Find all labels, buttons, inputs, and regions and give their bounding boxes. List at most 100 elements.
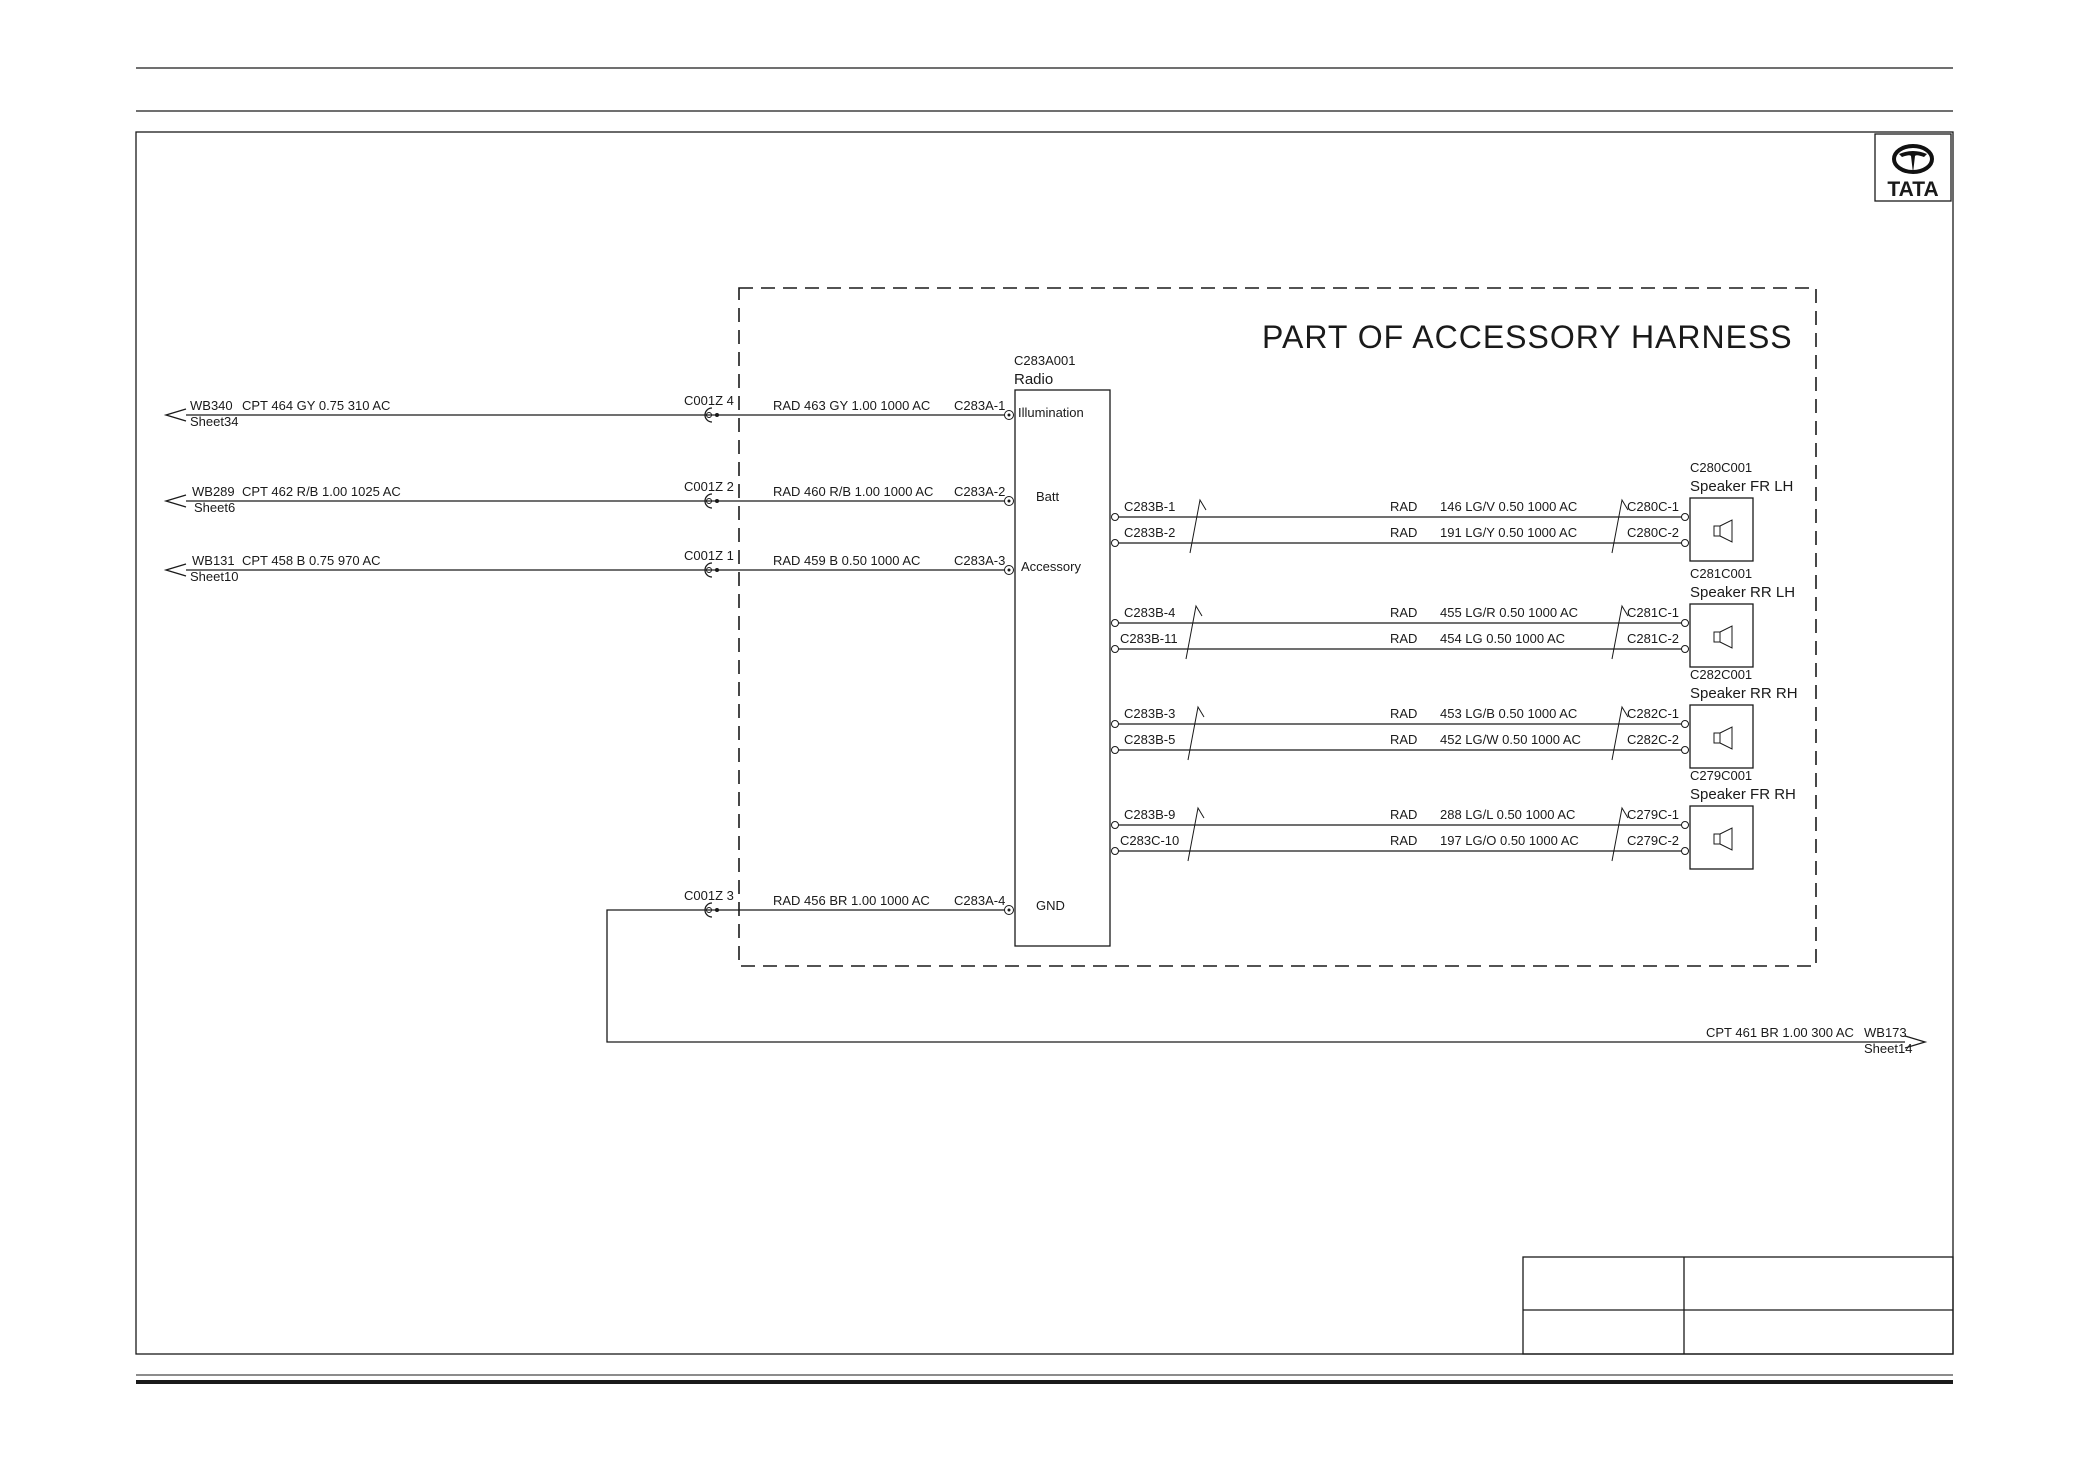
wire-label: 146 LG/V 0.50 1000 AC <box>1440 499 1577 514</box>
radio-pin-label: C283B-3 <box>1124 706 1175 721</box>
radio-pin-label: C283B-2 <box>1124 525 1175 540</box>
wb-label: WB173 <box>1864 1025 1907 1040</box>
rad-label: RAD <box>1390 631 1417 646</box>
off-sheet-arrow-icon <box>163 408 187 422</box>
radio-module: C283A001 Radio Illumination Batt Accesso… <box>1014 353 1111 947</box>
wire-label: 454 LG 0.50 1000 AC <box>1440 631 1565 646</box>
wb-label: WB131 <box>192 553 235 568</box>
rad-wire-label: RAD 463 GY 1.00 1000 AC <box>773 398 930 413</box>
radio-pin-label: C283B-1 <box>1124 499 1175 514</box>
splice-connector-icon <box>704 407 719 423</box>
speaker-name: Speaker RR LH <box>1690 584 1795 601</box>
sheet-ref: Sheet14 <box>1864 1041 1912 1056</box>
sheet-ref: Sheet34 <box>190 414 238 429</box>
drawing-frame <box>135 131 1954 1355</box>
radio-name: Radio <box>1014 371 1053 388</box>
speaker-pin-label: C281C-1 <box>1627 605 1679 620</box>
speaker-name: Speaker FR RH <box>1690 786 1796 803</box>
splice-connector-icon <box>704 562 719 578</box>
speaker-pin-label: C282C-2 <box>1627 732 1679 747</box>
terminal-icon <box>1004 905 1014 915</box>
speaker-circuit-rr-rh: C282C001 Speaker RR RH C283B-3 C283B-5 R… <box>1111 667 1798 769</box>
speaker-icon <box>1713 827 1733 851</box>
speaker-name: Speaker RR RH <box>1690 685 1798 702</box>
speaker-icon <box>1713 726 1733 750</box>
harness-break-mark <box>1611 498 1629 554</box>
left-circuit-wb289: WB289 CPT 462 R/B 1.00 1025 AC Sheet6 C0… <box>163 479 1014 515</box>
speaker-pin-label: C280C-1 <box>1627 499 1679 514</box>
radio-pin-illumination: Illumination <box>1018 405 1084 420</box>
accessory-harness-boundary <box>738 287 1817 967</box>
terminal-icon <box>1004 410 1014 420</box>
harness-break-mark <box>1611 705 1629 761</box>
off-sheet-arrow-icon <box>1904 1035 1928 1049</box>
radio-pin-label: C283B-4 <box>1124 605 1175 620</box>
radio-id: C283A001 <box>1014 353 1075 368</box>
speaker-pin-label: C279C-1 <box>1627 807 1679 822</box>
speaker-pin-label: C279C-2 <box>1627 833 1679 848</box>
radio-pin-label: C283A-4 <box>954 893 1005 908</box>
cpt-wire-label: CPT 458 B 0.75 970 AC <box>242 553 381 568</box>
logo-text: TATA <box>1887 178 1938 201</box>
harness-break-mark <box>1187 806 1205 862</box>
speaker-circuit-fr-rh: C279C001 Speaker FR RH C283B-9 C283C-10 … <box>1111 768 1796 870</box>
speaker-box <box>1689 497 1754 562</box>
radio-pin-label: C283B-11 <box>1120 631 1178 646</box>
speaker-pin-label: C282C-1 <box>1627 706 1679 721</box>
sheet-ref: Sheet10 <box>190 569 238 584</box>
tata-emblem-icon <box>1892 144 1934 174</box>
harness-break-mark <box>1187 705 1205 761</box>
speaker-box <box>1689 805 1754 870</box>
radio-pin-label: C283A-3 <box>954 553 1005 568</box>
radio-pin-label: C283B-5 <box>1124 732 1175 747</box>
rad-wire-label: RAD 456 BR 1.00 1000 AC <box>773 893 930 908</box>
splice-label: C001Z 4 <box>684 393 734 408</box>
splice-label: C001Z 2 <box>684 479 734 494</box>
harness-break-mark <box>1611 806 1629 862</box>
harness-label: PART OF ACCESSORY HARNESS <box>1262 319 1793 355</box>
radio-pin-label: C283A-1 <box>954 398 1005 413</box>
tata-logo: TATA <box>1874 133 1952 202</box>
speaker-circuit-rr-lh: C281C001 Speaker RR LH C283B-4 C283B-11 … <box>1111 566 1795 668</box>
wire-label: 191 LG/Y 0.50 1000 AC <box>1440 525 1577 540</box>
rad-label: RAD <box>1390 833 1417 848</box>
wire-label: 455 LG/R 0.50 1000 AC <box>1440 605 1578 620</box>
speaker-box <box>1689 704 1754 769</box>
sheet-ref: Sheet6 <box>194 500 235 515</box>
rad-label: RAD <box>1390 807 1417 822</box>
wire-label: 288 LG/L 0.50 1000 AC <box>1440 807 1575 822</box>
radio-pin-label: C283A-2 <box>954 484 1005 499</box>
rad-label: RAD <box>1390 732 1417 747</box>
left-circuit-wb131: WB131 CPT 458 B 0.75 970 AC Sheet10 C001… <box>163 548 1014 584</box>
terminal-icon <box>1004 496 1014 506</box>
speaker-circuit-fr-lh: C280C001 Speaker FR LH C283B-1 C283B-2 R… <box>1111 460 1793 562</box>
title-block <box>1522 1256 1954 1355</box>
wire-label: 197 LG/O 0.50 1000 AC <box>1440 833 1579 848</box>
radio-pin-gnd: GND <box>1036 898 1065 913</box>
wire-label: 453 LG/B 0.50 1000 AC <box>1440 706 1577 721</box>
off-sheet-arrow-icon <box>163 494 187 508</box>
speaker-id: C280C001 <box>1690 460 1752 475</box>
speaker-pin-label: C280C-2 <box>1627 525 1679 540</box>
speaker-box <box>1689 603 1754 668</box>
radio-box <box>1014 389 1111 947</box>
harness-break-mark <box>1189 498 1207 554</box>
rad-wire-label: RAD 459 B 0.50 1000 AC <box>773 553 920 568</box>
wire-label: 452 LG/W 0.50 1000 AC <box>1440 732 1581 747</box>
terminal-icon <box>1004 565 1014 575</box>
speaker-icon <box>1713 519 1733 543</box>
splice-label: C001Z 1 <box>684 548 734 563</box>
cpt-wire-label: CPT 464 GY 0.75 310 AC <box>242 398 390 413</box>
cpt-wire-label: CPT 461 BR 1.00 300 AC <box>1706 1025 1854 1040</box>
wb-label: WB289 <box>192 484 235 499</box>
cpt-wire-label: CPT 462 R/B 1.00 1025 AC <box>242 484 401 499</box>
rad-label: RAD <box>1390 499 1417 514</box>
harness-break-mark <box>1611 604 1629 660</box>
rad-wire-label: RAD 460 R/B 1.00 1000 AC <box>773 484 933 499</box>
rad-label: RAD <box>1390 605 1417 620</box>
off-sheet-arrow-icon <box>163 563 187 577</box>
speaker-icon <box>1713 625 1733 649</box>
radio-pin-label: C283C-10 <box>1120 833 1179 848</box>
radio-pin-accessory: Accessory <box>1021 559 1081 574</box>
